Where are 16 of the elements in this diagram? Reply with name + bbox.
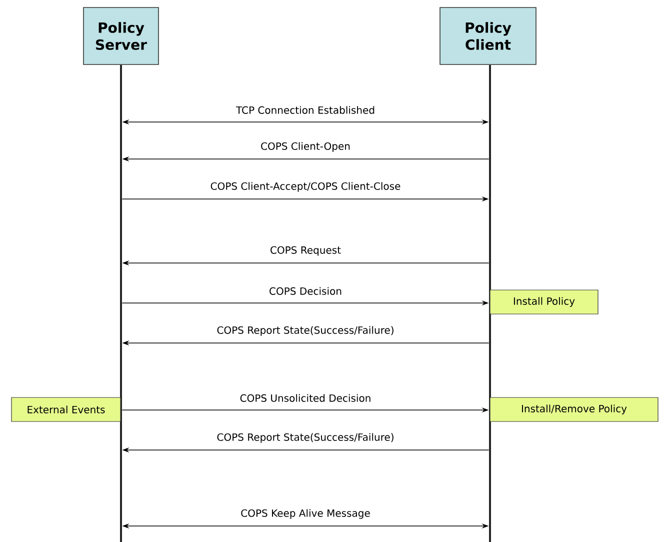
note-box: Install/Remove Policy <box>490 397 658 422</box>
edge-label: COPS Client-Accept/COPS Client-Close <box>210 182 400 192</box>
note-box: External Events <box>11 397 121 422</box>
edge-label: COPS Unsolicited Decision <box>240 394 370 402</box>
edge-label: TCP Connection Established <box>236 106 374 114</box>
edge-label: COPS Decision <box>270 287 342 295</box>
lifeline <box>489 65 491 542</box>
edge-label: COPS Report State(Success/Failure) <box>217 326 394 336</box>
edge-label: COPS Keep Alive Message <box>241 509 370 519</box>
participant-box: Policy Client <box>440 7 536 65</box>
edge-label: COPS Client-Open <box>261 142 350 152</box>
edge-label: COPS Request <box>270 246 341 256</box>
edge-label: COPS Report State(Success/Failure) <box>217 433 394 443</box>
note-box: Install Policy <box>490 290 598 314</box>
participant-box: Policy Server <box>83 7 159 65</box>
lifeline <box>120 65 122 542</box>
